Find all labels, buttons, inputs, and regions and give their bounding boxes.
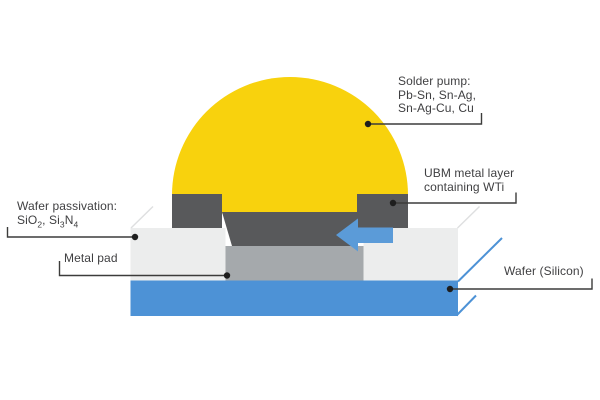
formula-sub-3: 3 [59,218,65,229]
ubm-right-block [357,194,408,228]
ubm-center-layer [222,212,358,246]
passivation-leader-line [6,227,135,238]
wafer-leader-dot [446,285,454,293]
solder-label-line2: Pb-Sn, Sn-Ag, [398,87,477,102]
passivation-left-block [130,228,226,281]
solder-leader-line [368,113,483,125]
passivation-label-formula: SiO2, Si3N4 [17,212,117,229]
solder-leader-dot [364,120,372,128]
ubm-leader-line [393,192,517,204]
formula-sub-2: 2 [37,218,43,229]
wafer-break-line-lower [455,294,477,317]
passivation-label-line1: Wafer passivation: [17,199,118,213]
silicon-wafer [130,280,458,316]
solder-bump-label: Solder pump: Pb-Sn, Sn-Ag, Sn-Ag-Cu, Cu [398,74,477,116]
passivation-right-corner-edge [457,205,480,229]
passivation-leader-dot [131,233,139,241]
solder-label-line3: Sn-Ag-Cu, Cu [398,101,474,115]
ubm-layer-label: UBM metal layer containing WTi [424,166,515,194]
solder-bump-dome [172,77,408,214]
formula-si: , Si [42,212,60,227]
wafer-leader-line [450,278,593,290]
ubm-leader-dot [389,199,397,207]
metal-pad-leader-dot [223,272,231,279]
ubm-label-line2: containing WTi [424,179,505,194]
solder-label-line1: Solder pump: [398,74,471,88]
wafer-passivation-label: Wafer passivation: SiO2, Si3N4 [17,199,118,229]
formula-sub-4: 4 [73,218,79,229]
blue-left-arrow [336,218,393,252]
formula-sio: SiO [17,212,38,227]
metal-pad [225,246,364,282]
ubm-left-block [172,194,222,228]
metal-pad-leader-line [58,261,227,277]
wafer-silicon-label: Wafer (Silicon) [504,264,584,278]
formula-n: N [64,212,74,227]
metal-pad-label: Metal pad [64,251,118,265]
wafer-break-line-upper [457,237,503,283]
ubm-label-line1: UBM metal layer [424,166,515,180]
passivation-left-corner-edge [130,205,154,229]
